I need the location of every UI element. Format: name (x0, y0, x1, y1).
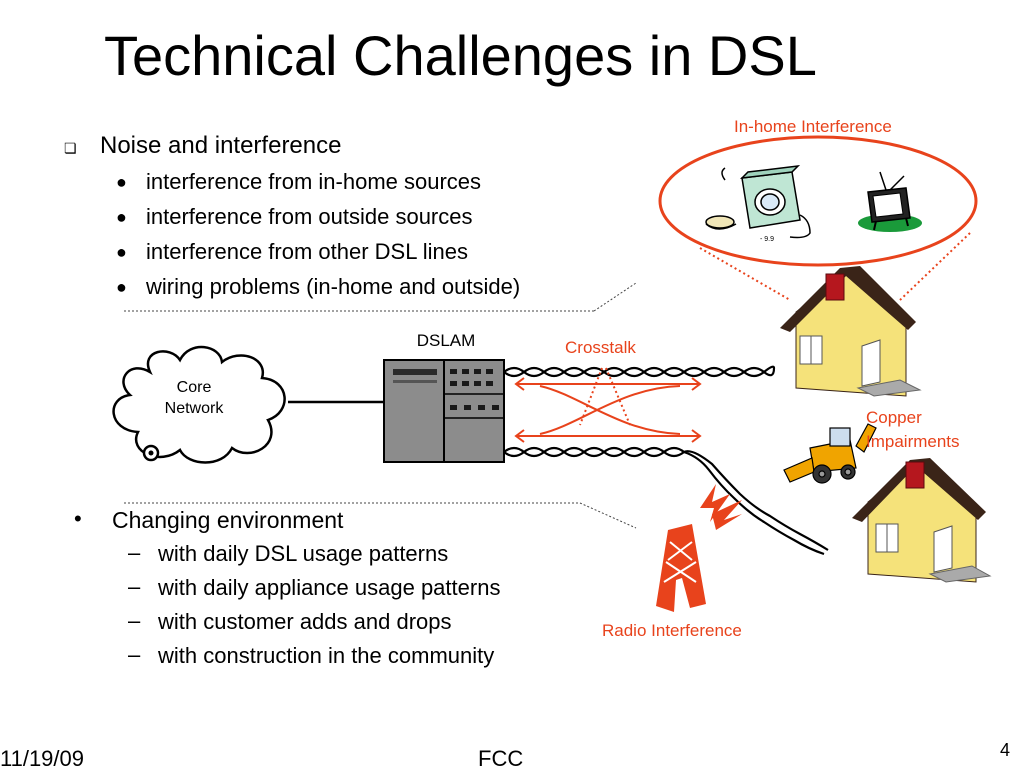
environment-heading: Changing environment (112, 507, 344, 533)
backhoe-icon (783, 423, 877, 484)
dash-bullet-icon: – (128, 642, 141, 667)
radio-interference-label: Radio Interference (602, 621, 742, 640)
page-number: 4 (1000, 740, 1011, 760)
twisted-pair-lower (503, 446, 829, 556)
washing-machine-icon: - 9.9 (705, 164, 811, 243)
list-item: interference from other DSL lines (146, 239, 468, 264)
list-item: wiring problems (in-home and outside) (146, 274, 521, 299)
svg-text:- 9.9: - 9.9 (760, 236, 774, 243)
television-icon (858, 171, 922, 232)
dash-bullet-icon: – (128, 608, 141, 633)
core-network-label: Core Network (164, 379, 224, 417)
list-item: with construction in the community (158, 643, 495, 668)
list-item: interference from in-home sources (146, 169, 482, 194)
in-home-interference-label: In-home Interference (734, 117, 892, 136)
dslam-icon (383, 359, 505, 463)
dot-bullet-icon: ● (116, 242, 127, 262)
dot-bullet-icon: ● (116, 172, 127, 192)
list-item: with daily appliance usage patterns (158, 575, 501, 600)
square-bullet-icon: ❏ (64, 140, 77, 156)
dot-bullet-icon: ● (116, 207, 127, 227)
noise-heading: Noise and interference (100, 132, 342, 159)
list-item: interference from outside sources (146, 204, 473, 229)
radio-tower-icon (656, 484, 742, 612)
list-item: with daily DSL usage patterns (158, 541, 449, 566)
crosstalk-arrows (514, 377, 702, 443)
dot-bullet-icon: ● (116, 277, 127, 297)
house-icon (780, 266, 922, 397)
callout-lines (124, 282, 637, 529)
dash-bullet-icon: – (128, 540, 141, 565)
footer-date: 11/19/09 (0, 746, 85, 771)
dash-bullet-icon: – (128, 574, 141, 599)
house-icon (852, 458, 992, 583)
core-network-cloud-icon (112, 345, 286, 464)
dslam-label: DSLAM (416, 331, 476, 350)
crosstalk-callout (579, 367, 631, 426)
copper-impairments-label: Copper Impairments (866, 408, 960, 451)
footer-center: FCC (478, 746, 524, 771)
bullet-icon: • (74, 506, 82, 531)
in-home-interference-bubble (658, 135, 978, 301)
list-item: with customer adds and drops (158, 609, 452, 634)
slide-title: Technical Challenges in DSL (104, 24, 817, 87)
twisted-pair-upper (503, 365, 776, 378)
crosstalk-label: Crosstalk (565, 338, 636, 357)
